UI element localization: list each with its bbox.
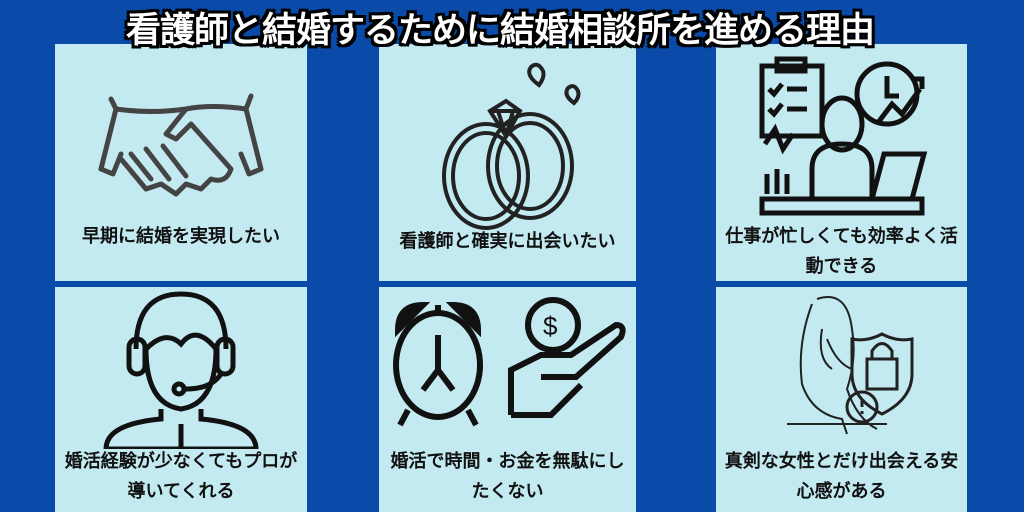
svg-text:$: $	[543, 311, 558, 341]
card-pro-guidance: 婚活経験が少なくてもプロが導いてくれる	[55, 287, 307, 512]
page-title: 看護師と結婚するために結婚相談所を進める理由	[125, 11, 875, 51]
card-caption: 真剣な女性とだけ出会える安心感がある	[724, 451, 959, 502]
card-caption: 早期に結婚を実現したい	[82, 226, 280, 247]
card-serious-women: 真剣な女性とだけ出会える安心感がある	[716, 287, 967, 512]
card-caption: 看護師と確実に出会いたい	[399, 231, 616, 252]
card-caption: 婚活経験が少なくてもプロが導いてくれる	[64, 451, 298, 502]
handshake-icon	[98, 93, 264, 197]
card-early-marriage: 早期に結婚を実現したい	[55, 44, 307, 281]
clock-money-icon: $	[392, 297, 626, 427]
card-busy-efficient: 仕事が忙しくても効率よく活動できる	[716, 44, 967, 281]
card-meet-nurse: 看護師と確実に出会いたい	[379, 44, 636, 281]
card-caption: 婚活で時間・お金を無駄にしたくない	[390, 451, 625, 502]
woman-security-icon	[786, 296, 913, 435]
busy-worker-icon	[759, 56, 927, 216]
headset-advisor-icon	[103, 291, 259, 449]
wedding-rings-icon	[441, 62, 580, 230]
card-save-time-money: $ 婚活で時間・お金を無駄にしたくない	[379, 287, 636, 512]
card-caption: 仕事が忙しくても効率よく活動できる	[725, 226, 958, 277]
